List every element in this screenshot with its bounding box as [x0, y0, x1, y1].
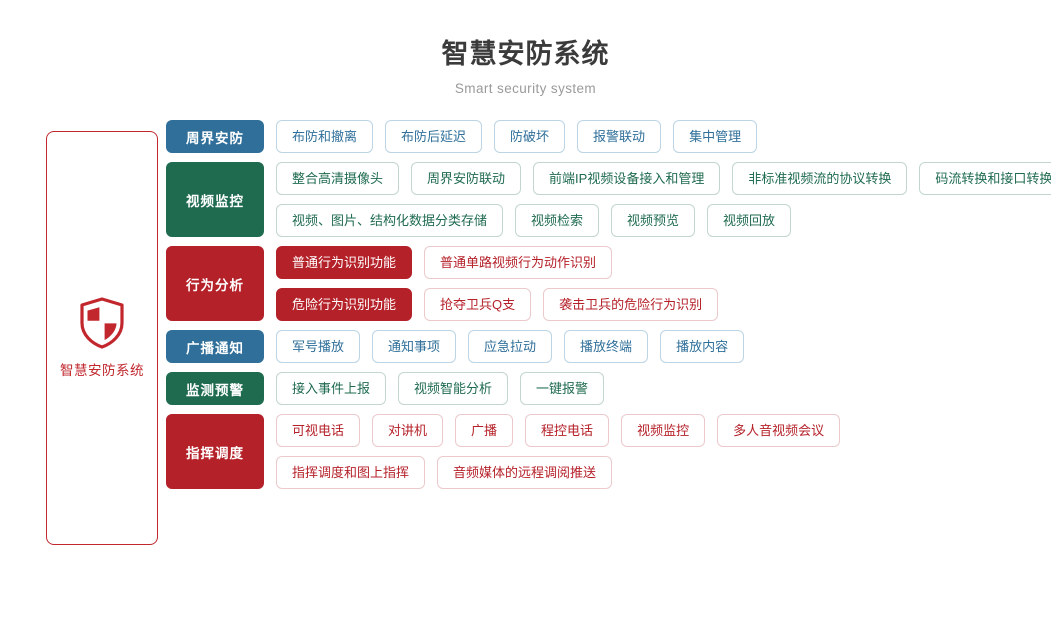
category-row: 周界安防布防和撤离布防后延迟防破坏报警联动集中管理: [166, 120, 1051, 153]
feature-item[interactable]: 视频预览: [611, 204, 696, 237]
feature-item[interactable]: 集中管理: [673, 120, 758, 153]
feature-item[interactable]: 对讲机: [372, 414, 444, 447]
diagram-content: 智慧安防系统 周界安防布防和撤离布防后延迟防破坏报警联动集中管理视频监控整合高清…: [0, 120, 1051, 545]
feature-line: 整合高清摄像头周界安防联动前端IP视频设备接入和管理非标准视频流的协议转换码流转…: [276, 162, 1051, 195]
feature-item[interactable]: 接入事件上报: [276, 372, 387, 405]
feature-group: 接入事件上报视频智能分析一键报警: [276, 372, 605, 405]
feature-item[interactable]: 视频监控: [621, 414, 706, 447]
category-label-blue[interactable]: 周界安防: [166, 120, 264, 153]
feature-item[interactable]: 一键报警: [520, 372, 605, 405]
feature-group: 布防和撤离布防后延迟防破坏报警联动集中管理: [276, 120, 758, 153]
feature-item[interactable]: 播放终端: [564, 330, 649, 363]
feature-item[interactable]: 普通单路视频行为动作识别: [424, 246, 613, 279]
feature-item[interactable]: 普通行为识别功能: [276, 246, 413, 279]
feature-line: 普通行为识别功能普通单路视频行为动作识别: [276, 246, 718, 279]
category-row: 广播通知军号播放通知事项应急拉动播放终端播放内容: [166, 330, 1051, 363]
feature-group: 可视电话对讲机广播程控电话视频监控多人音视频会议指挥调度和图上指挥音频媒体的远程…: [276, 414, 841, 489]
feature-line: 布防和撤离布防后延迟防破坏报警联动集中管理: [276, 120, 758, 153]
feature-item[interactable]: 广播: [455, 414, 514, 447]
page-subtitle: Smart security system: [454, 81, 597, 96]
feature-item[interactable]: 军号播放: [276, 330, 361, 363]
feature-item[interactable]: 多人音视频会议: [717, 414, 841, 447]
category-rows: 周界安防布防和撤离布防后延迟防破坏报警联动集中管理视频监控整合高清摄像头周界安防…: [166, 120, 1051, 498]
feature-group: 普通行为识别功能普通单路视频行为动作识别危险行为识别功能抢夺卫兵Q支袭击卫兵的危…: [276, 246, 719, 321]
feature-item[interactable]: 视频智能分析: [398, 372, 509, 405]
brand-label: 智慧安防系统: [60, 363, 144, 378]
category-row: 指挥调度可视电话对讲机广播程控电话视频监控多人音视频会议指挥调度和图上指挥音频媒…: [166, 414, 1051, 489]
feature-item[interactable]: 码流转换和接口转换: [919, 162, 1051, 195]
page-title: 智慧安防系统: [441, 39, 610, 69]
feature-group: 军号播放通知事项应急拉动播放终端播放内容: [276, 330, 745, 363]
feature-item[interactable]: 袭击卫兵的危险行为识别: [543, 288, 719, 321]
category-label-green[interactable]: 视频监控: [166, 162, 264, 237]
feature-item[interactable]: 布防后延迟: [385, 120, 483, 153]
feature-line: 军号播放通知事项应急拉动播放终端播放内容: [276, 330, 745, 363]
feature-item[interactable]: 应急拉动: [468, 330, 553, 363]
category-row: 监测预警接入事件上报视频智能分析一键报警: [166, 372, 1051, 405]
feature-item[interactable]: 危险行为识别功能: [276, 288, 413, 321]
feature-item[interactable]: 前端IP视频设备接入和管理: [533, 162, 721, 195]
category-row: 行为分析普通行为识别功能普通单路视频行为动作识别危险行为识别功能抢夺卫兵Q支袭击…: [166, 246, 1051, 321]
feature-item[interactable]: 程控电话: [525, 414, 610, 447]
feature-item[interactable]: 视频检索: [515, 204, 600, 237]
feature-item[interactable]: 非标准视频流的协议转换: [732, 162, 908, 195]
feature-item[interactable]: 整合高清摄像头: [276, 162, 400, 195]
feature-item[interactable]: 指挥调度和图上指挥: [276, 456, 426, 489]
shield-icon: [78, 297, 126, 349]
feature-item[interactable]: 音频媒体的远程调阅推送: [437, 456, 613, 489]
category-row: 视频监控整合高清摄像头周界安防联动前端IP视频设备接入和管理非标准视频流的协议转…: [166, 162, 1051, 237]
feature-line: 视频、图片、结构化数据分类存储视频检索视频预览视频回放: [276, 204, 1051, 237]
feature-item[interactable]: 可视电话: [276, 414, 361, 447]
feature-item[interactable]: 布防和撤离: [276, 120, 374, 153]
feature-item[interactable]: 视频、图片、结构化数据分类存储: [276, 204, 504, 237]
feature-item[interactable]: 报警联动: [577, 120, 662, 153]
feature-line: 接入事件上报视频智能分析一键报警: [276, 372, 605, 405]
feature-item[interactable]: 周界安防联动: [411, 162, 522, 195]
feature-item[interactable]: 视频回放: [707, 204, 792, 237]
feature-item[interactable]: 防破坏: [494, 120, 566, 153]
feature-line: 可视电话对讲机广播程控电话视频监控多人音视频会议: [276, 414, 841, 447]
page-header: 智慧安防系统 Smart security system: [0, 0, 1051, 98]
feature-group: 整合高清摄像头周界安防联动前端IP视频设备接入和管理非标准视频流的协议转换码流转…: [276, 162, 1051, 237]
feature-item[interactable]: 播放内容: [660, 330, 745, 363]
brand-panel: 智慧安防系统: [46, 131, 158, 545]
category-label-red[interactable]: 指挥调度: [166, 414, 264, 489]
feature-line: 危险行为识别功能抢夺卫兵Q支袭击卫兵的危险行为识别: [276, 288, 719, 321]
category-label-blue[interactable]: 广播通知: [166, 330, 264, 363]
category-label-green[interactable]: 监测预警: [166, 372, 264, 405]
category-label-red[interactable]: 行为分析: [166, 246, 264, 321]
feature-item[interactable]: 抢夺卫兵Q支: [424, 288, 532, 321]
feature-line: 指挥调度和图上指挥音频媒体的远程调阅推送: [276, 456, 840, 489]
feature-item[interactable]: 通知事项: [372, 330, 457, 363]
